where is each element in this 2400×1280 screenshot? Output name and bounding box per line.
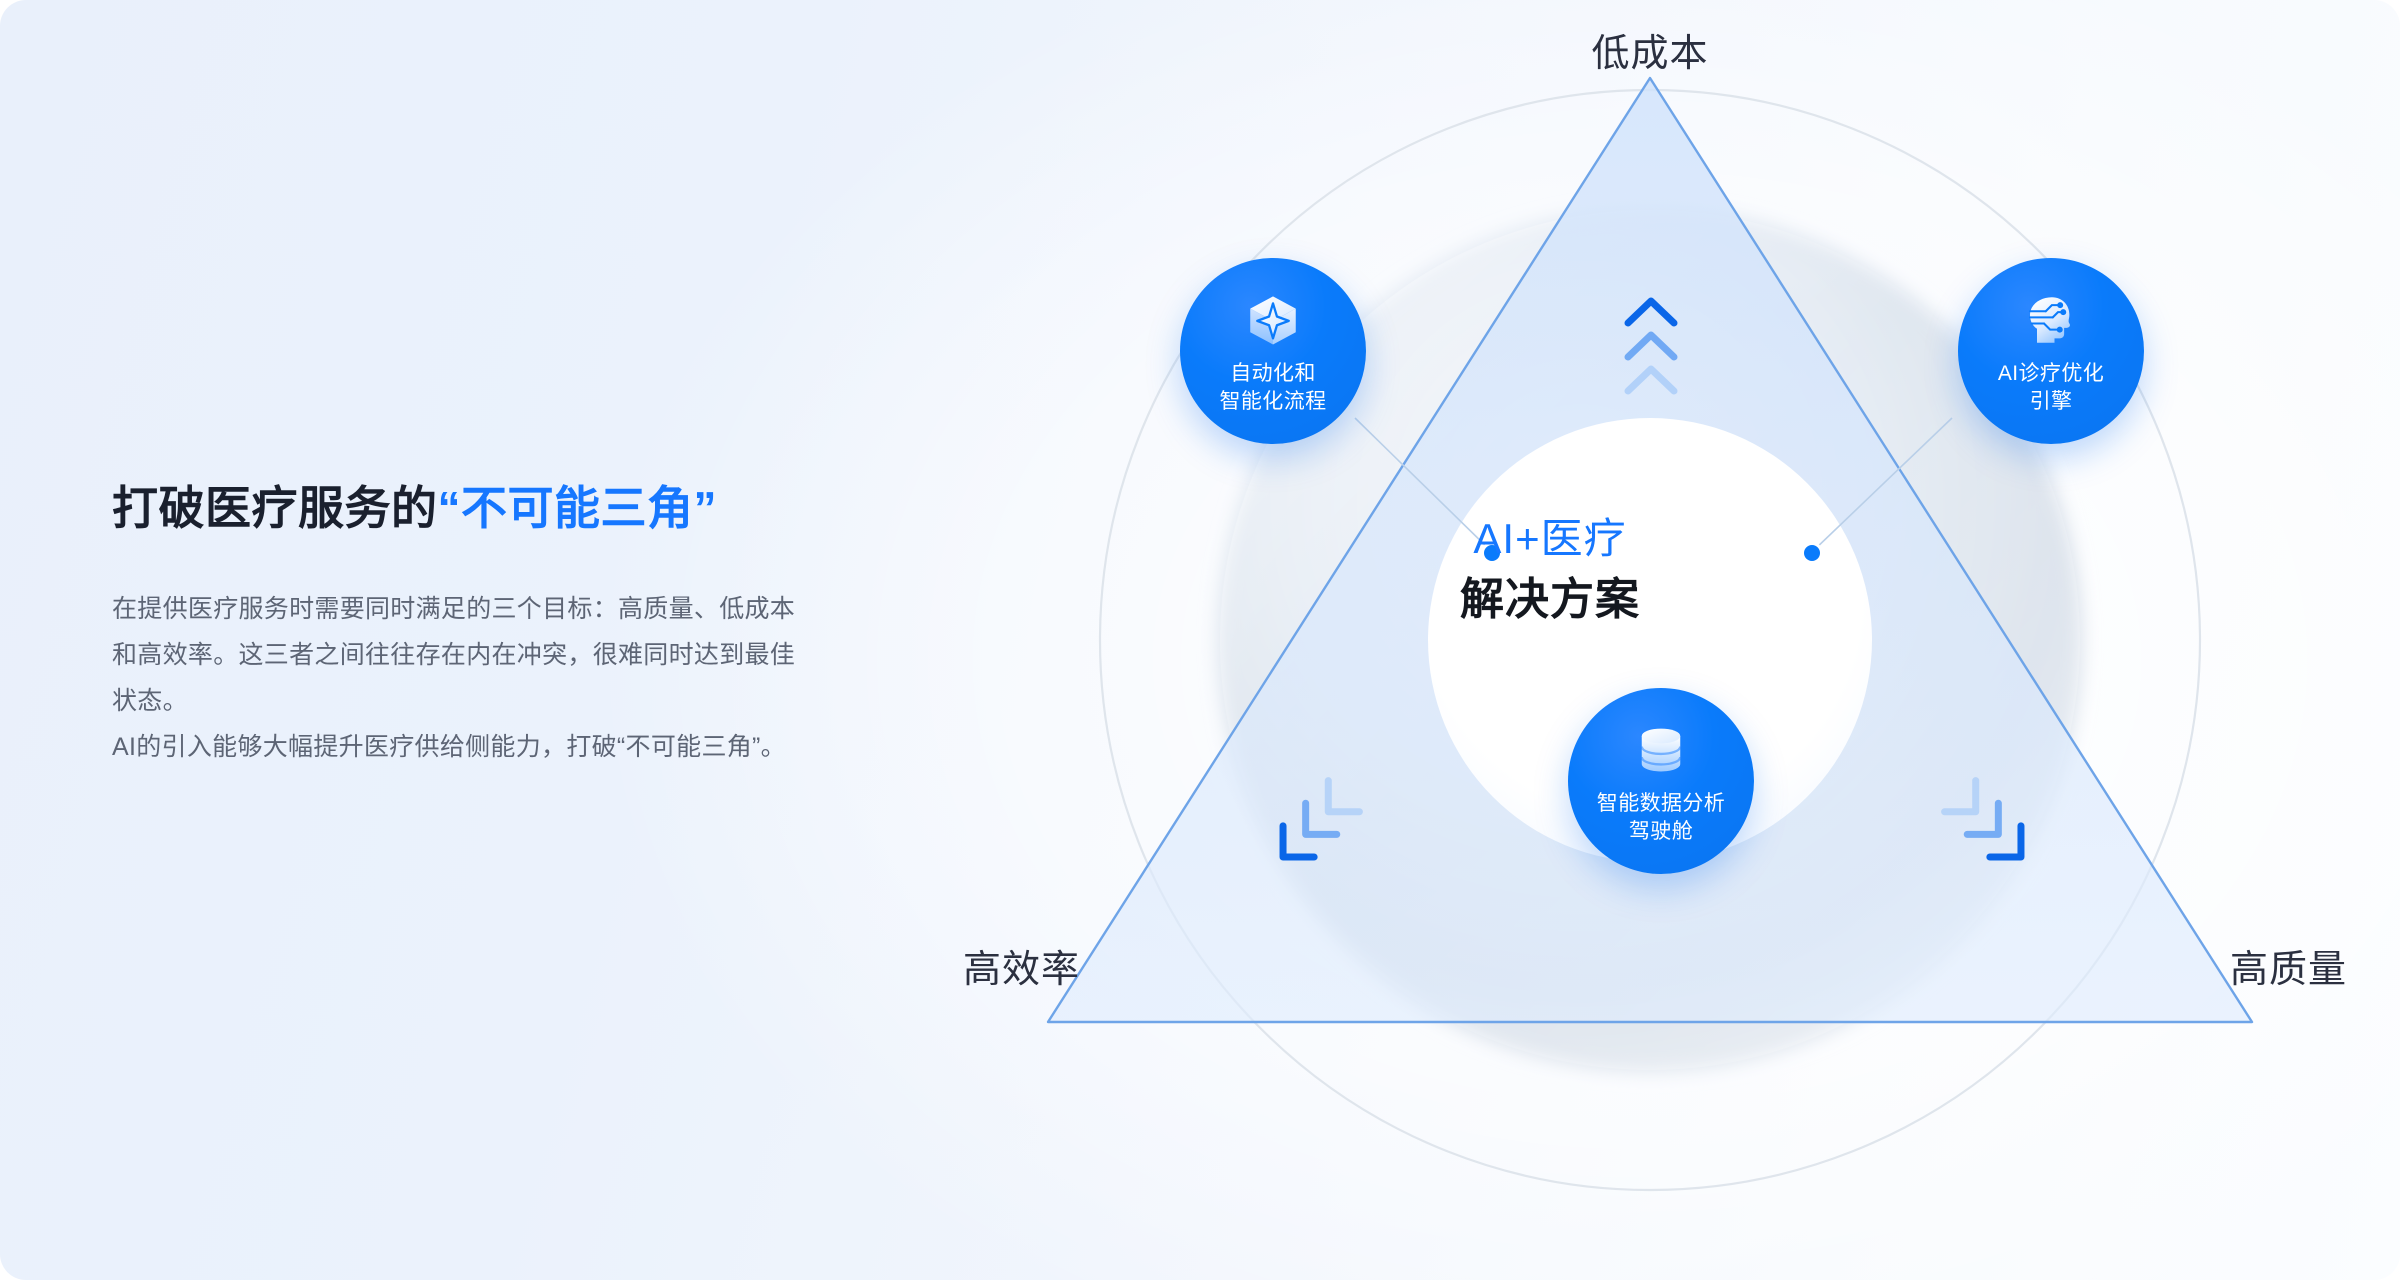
diagram-base-graphics xyxy=(1046,76,2254,1192)
description-line-1: 在提供医疗服务时需要同时满足的三个目标：高质量、低成本 xyxy=(112,594,796,623)
page-title-prefix: 打破医疗服务的 xyxy=(112,482,438,534)
impossible-triangle-diagram: 低成本 高效率 高质量 AI+医疗 解决方案 xyxy=(900,0,2400,1280)
vertex-label-high-efficiency: 高效率 xyxy=(962,949,1080,991)
page-title-accent: “不可能三角” xyxy=(437,482,717,534)
page-title: 打破医疗服务的“不可能三角” xyxy=(112,480,892,538)
chevron-up-triple-icon xyxy=(1624,297,1678,395)
chevron-left-triple-icon xyxy=(1279,777,1363,861)
description-line-3: 状态。 xyxy=(112,687,188,715)
connector-dot-left xyxy=(1484,545,1500,561)
vertex-label-low-cost: 低成本 xyxy=(1591,33,1709,75)
connector-dot-right xyxy=(1804,545,1820,561)
description-line-2: 和高效率。这三者之间往往存在内在冲突，很难同时达到最佳 xyxy=(112,640,796,669)
cube-sparkle-icon xyxy=(1250,296,1296,345)
center-title-secondary: 解决方案 xyxy=(1460,574,1640,624)
inner-white-circle xyxy=(1428,418,1872,862)
node-ai-diagnosis[interactable]: AI诊疗优化 引擎 xyxy=(1958,258,2144,444)
database-icon xyxy=(1640,728,1682,772)
node-automation-label: 自动化和 智能化流程 xyxy=(1219,362,1327,413)
description-block: 在提供医疗服务时需要同时满足的三个目标：高质量、低成本 和高效率。这三者之间往往… xyxy=(112,586,892,771)
node-ai-diagnosis-label: AI诊疗优化 引擎 xyxy=(1997,362,2105,413)
left-text-panel: 打破医疗服务的“不可能三角” 在提供医疗服务时需要同时满足的三个目标：高质量、低… xyxy=(112,480,892,771)
node-data-analytics-label: 智能数据分析 驾驶舱 xyxy=(1596,792,1726,843)
description-line-4: AI的引入能够大幅提升医疗供给侧能力，打破“不可能三角”。 xyxy=(112,733,786,762)
node-automation[interactable]: 自动化和 智能化流程 xyxy=(1180,258,1366,444)
chevron-right-triple-icon xyxy=(1941,777,2025,861)
vertex-label-high-quality: 高质量 xyxy=(2230,949,2348,991)
ai-head-circuit-icon xyxy=(2028,297,2070,343)
center-title-primary: AI+医疗 xyxy=(1473,515,1627,562)
center-solution-label: AI+医疗 解决方案 xyxy=(1370,512,1730,628)
node-data-analytics[interactable]: 智能数据分析 驾驶舱 xyxy=(1568,688,1754,874)
